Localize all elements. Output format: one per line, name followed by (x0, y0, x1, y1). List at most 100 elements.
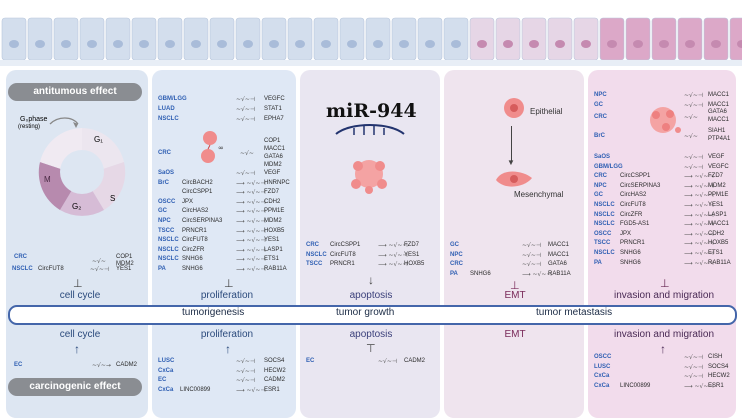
inv-row-cancer: PA (594, 259, 602, 266)
cell-nucleus (451, 40, 461, 48)
epithelial-cell (417, 17, 443, 61)
prolif-row-target: VEGF (264, 170, 281, 176)
prolif-label-bottom: proliferation (200, 329, 254, 340)
inv-brc-target-0: SIAH1 (708, 128, 726, 134)
emt-transition-arrowhead: ▼ (507, 158, 515, 167)
tumor-spheroid-icon (650, 107, 681, 133)
epithelial-cell (729, 17, 742, 61)
resting-label: (resting) (18, 124, 41, 130)
prolif-row-regulator: SNHG6 (182, 266, 203, 272)
prolif-bottom-row-cancer: LUSC (158, 358, 175, 364)
panel-proliferation (152, 70, 296, 418)
prolif-row-target: ETS1 (264, 256, 280, 263)
inv-crc-target-1: MACC1 (708, 117, 730, 123)
inv-label-bottom: invasion and migration (613, 329, 715, 340)
prolif-crc-mirna: ~√~ (240, 150, 254, 157)
epithelial-cell (703, 17, 729, 61)
emt-label-top: EMT (504, 290, 526, 301)
inv-row-regulator: PRNCR1 (620, 240, 645, 247)
epithelial-cell (599, 17, 625, 61)
prolif-bottom-row-target: CADM2 (264, 377, 286, 384)
epithelial-cell (443, 17, 469, 61)
prolif-row-mirna-target-link: ~√~⊣ (236, 106, 256, 113)
prolif-row-mirna-target-link: ~√~⊣ (236, 116, 256, 123)
inv-row-mirna-target-link: ⟶ ~√~⊣ (684, 211, 714, 219)
apop-row-target: HOXB5 (404, 261, 425, 268)
prolif-row-target: PPM1E (264, 208, 285, 215)
prolif-row-cancer: NSCLC (158, 237, 179, 244)
inv-row-target: VEGFC (708, 163, 729, 170)
prolif-row-regulator: CircCSPP1 (182, 189, 213, 196)
prolif-row-cancer: GC (158, 208, 167, 215)
prolif-bottom-row-mirna-target-link: ~√~⊣ (236, 377, 256, 385)
panel-emt (444, 70, 584, 418)
prolif-crc-target-1: MACC1 (264, 146, 286, 152)
inv-bottom-row-cancer: CxCa (594, 373, 610, 380)
cell-nucleus (347, 40, 357, 48)
emt-row-mirna-target-link: ~√~⊣ (522, 261, 542, 269)
prolif-row-target: FZD7 (264, 189, 279, 196)
inv-row-target: CDH2 (708, 230, 725, 237)
stage-pill (8, 305, 737, 325)
inv-row-target: YES1 (708, 202, 724, 208)
cell-nucleus (9, 40, 19, 48)
prolif-row-mirna-target-link: ⟶ ~√~⊣ (236, 266, 266, 273)
cc-bottom-mirna-1: ~√~→ (92, 362, 111, 369)
apop-row-regulator: CircCSPP1 (330, 242, 361, 248)
cell-nucleus (529, 40, 539, 48)
mesenchymal-cell-icon (496, 171, 532, 187)
apop-row-cancer: NSCLC (306, 251, 327, 258)
cc-target-1: COP1 (116, 254, 133, 260)
cell-nucleus (737, 40, 742, 48)
inv-row-cancer: NSCLC (594, 202, 615, 208)
epithelial-cell (235, 17, 261, 61)
prolif-row-mirna-target-link: ~√~⊣ (236, 96, 256, 103)
prolif-label-top: proliferation (200, 290, 254, 301)
apoptosis-arrow-top: ↓ (368, 273, 374, 287)
prolif-row-mirna-target-link: ⟶ ~√~⊣ (236, 208, 266, 216)
inv-row-mirna-target-link: ⟶ ~√~⊣ (684, 250, 714, 257)
cell-cycle-wheel (38, 117, 126, 216)
mesenchymal-label: Mesenchymal (514, 190, 564, 199)
inv-row-target: MDM2 (708, 182, 726, 189)
prolif-crc-cancer: CRC (158, 150, 171, 156)
apop-row-target: FZD7 (404, 242, 419, 248)
prolif-row-target: HNRNPC (264, 179, 290, 186)
inv-row-target: VEGF (708, 154, 725, 160)
cell-nucleus (165, 40, 175, 48)
inv-brc-target-1: PTP4A1 (708, 136, 731, 142)
inv-bottom-row-cancer: LUSC (594, 363, 611, 370)
cell-nucleus (503, 40, 513, 48)
epithelial-label: Epithelial (530, 107, 563, 116)
cc-target-3: YES1 (116, 266, 132, 272)
inv-row-target: HOXB5 (708, 240, 729, 247)
prolif-row-regulator: SNHG6 (182, 256, 203, 263)
prolif-bottom-row-target: HECW2 (264, 367, 286, 374)
prolif-row-mirna-target-link: ⟶ ~√~⊣ (236, 237, 266, 245)
prolif-bottom-row-target: ESR1 (264, 386, 280, 393)
prolif-bottom-row-cancer: EC (158, 377, 167, 384)
epithelial-cell (339, 17, 365, 61)
emt-inhibit-symbol: ⊥ (510, 280, 520, 292)
prolif-row-regulator: CircSERPINA3 (182, 218, 223, 224)
cell-nucleus (191, 40, 201, 48)
cell-nucleus (217, 40, 227, 48)
cell-nucleus (61, 40, 71, 48)
apoptosis-inhibit-bottom: ⊤ (366, 343, 376, 355)
prolif-row-mirna-target-link: ⟶ ~√~⊣ (236, 198, 266, 206)
inv-row-mirna-target-link: ~√~⊣ (684, 154, 704, 161)
inv-row-mirna-target-link: ⟶ ~√~⊣ (684, 192, 714, 200)
epithelial-cell (287, 17, 313, 61)
inv-row-cancer: CRC (594, 173, 607, 180)
apop-row-mirna-target-link: ⟶ ~√~⊣ (378, 261, 408, 269)
prolif-crc-target-0: COP1 (264, 138, 281, 144)
emt-row-cancer: CRC (450, 261, 463, 268)
apop-row-mirna-target-link: ⟶ ~√~⊣ (378, 251, 408, 259)
prolif-bottom-row-mirna-target-link: ~√~⊣ (236, 358, 256, 365)
inv-bottom-row-mirna-target-link: ~√~⊣ (684, 354, 704, 361)
apop-bottom-row-mirna-target-link: ~√~⊣ (378, 358, 398, 365)
stage-tumorigenesis: tumorigenesis (182, 307, 245, 318)
prolif-bottom-row-mirna-target-link: ~√~⊣ (236, 367, 256, 375)
apop-label-top: apoptosis (349, 290, 393, 301)
inv-row-mirna-target-link: ⟶ ~√~⊣ (684, 221, 714, 229)
